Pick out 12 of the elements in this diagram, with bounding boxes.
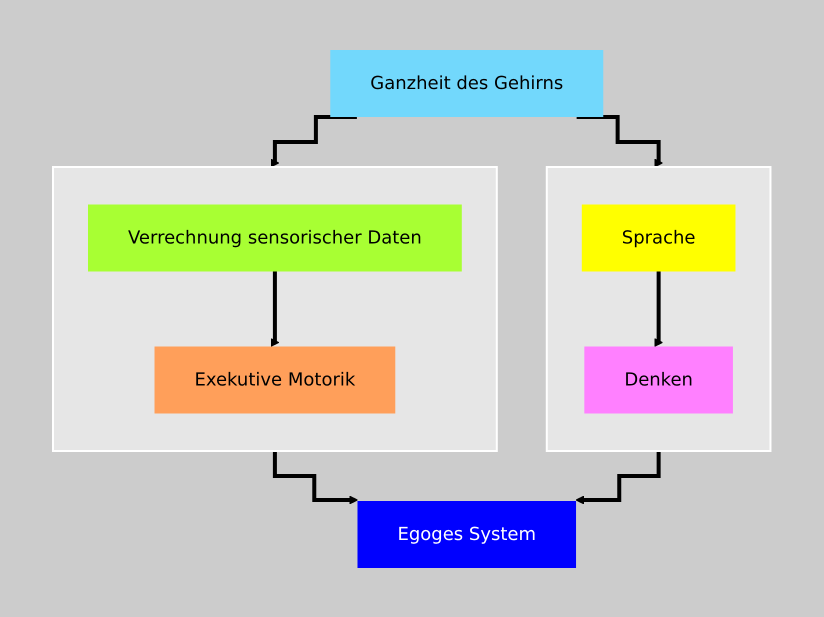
node-box: Ganzheit des Gehirns <box>330 50 604 116</box>
cluster <box>546 166 772 452</box>
node-box: Exekutive Motorik <box>154 346 396 413</box>
node-box: Denken <box>584 346 734 413</box>
node-box: Verrechnung sensorischer Daten <box>88 204 462 271</box>
arrow <box>270 269 280 346</box>
arrow <box>654 269 664 346</box>
cluster <box>52 166 498 452</box>
node-box: Sprache <box>582 204 736 271</box>
arrow <box>270 114 358 167</box>
arrow <box>576 114 664 167</box>
node-box: Egoges System <box>358 500 576 568</box>
